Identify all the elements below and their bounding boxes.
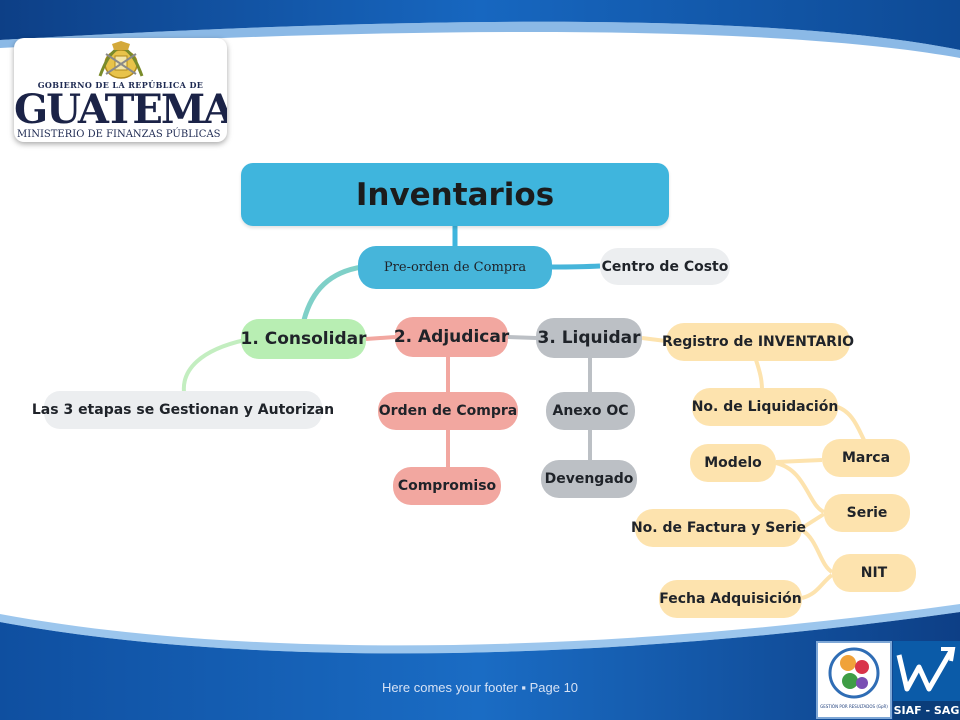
node-consolidar: 1. Consolidar: [241, 319, 366, 359]
node-compromiso: Compromiso: [393, 467, 501, 505]
node-registro-inventario: Registro de INVENTARIO: [662, 323, 854, 361]
node-etapas: Las 3 etapas se Gestionan y Autorizan: [32, 391, 334, 429]
node-no-factura-serie: No. de Factura y Serie: [631, 509, 806, 547]
node-marca: Marca: [822, 439, 910, 477]
node-adjudicar: 2. Adjudicar: [394, 317, 509, 357]
logo-main-text: GUATEMALA: [14, 86, 227, 133]
node-inventarios: Inventarios: [241, 163, 669, 226]
coat-of-arms-icon: [98, 41, 144, 79]
header-band: [0, 0, 960, 58]
node-liquidar: 3. Liquidar: [536, 318, 642, 358]
canvas-tab: [44, 608, 86, 618]
node-centro-costo: Centro de Costo: [600, 248, 730, 285]
logo-bottom-line: MINISTERIO DE FINANZAS PÚBLICAS: [17, 129, 221, 140]
node-anexo-oc: Anexo OC: [546, 392, 635, 430]
siaf-sag-logo: SIAF - SAG: [893, 641, 960, 720]
node-fecha-adquisicion: Fecha Adquisición: [659, 580, 802, 618]
footer-band: [0, 604, 960, 720]
node-no-liquidacion: No. de Liquidación: [692, 388, 838, 426]
guatemala-logo: GOBIERNO DE LA REPÚBLICA DE GUATEMALA MI…: [14, 38, 227, 142]
gpr-emblem-icon: [828, 647, 880, 699]
node-devengado: Devengado: [541, 460, 637, 498]
footer-text: Here comes your footer ▪ Page 10: [381, 680, 579, 695]
logo-top-line: GOBIERNO DE LA REPÚBLICA DE: [37, 80, 204, 90]
node-orden-compra: Orden de Compra: [378, 392, 518, 430]
node-modelo: Modelo: [690, 444, 776, 482]
siaf-arrows-icon: [896, 647, 956, 692]
gpr-caption: GESTIÓN POR RESULTADOS (GpR): [820, 704, 888, 709]
node-serie: Serie: [824, 494, 910, 532]
node-nit: NIT: [832, 554, 916, 592]
siaf-sag-label: SIAF - SAG: [893, 701, 960, 720]
gpr-logo: GESTIÓN POR RESULTADOS (GpR): [816, 641, 892, 719]
node-preorden-compra: Pre-orden de Compra: [358, 246, 552, 289]
